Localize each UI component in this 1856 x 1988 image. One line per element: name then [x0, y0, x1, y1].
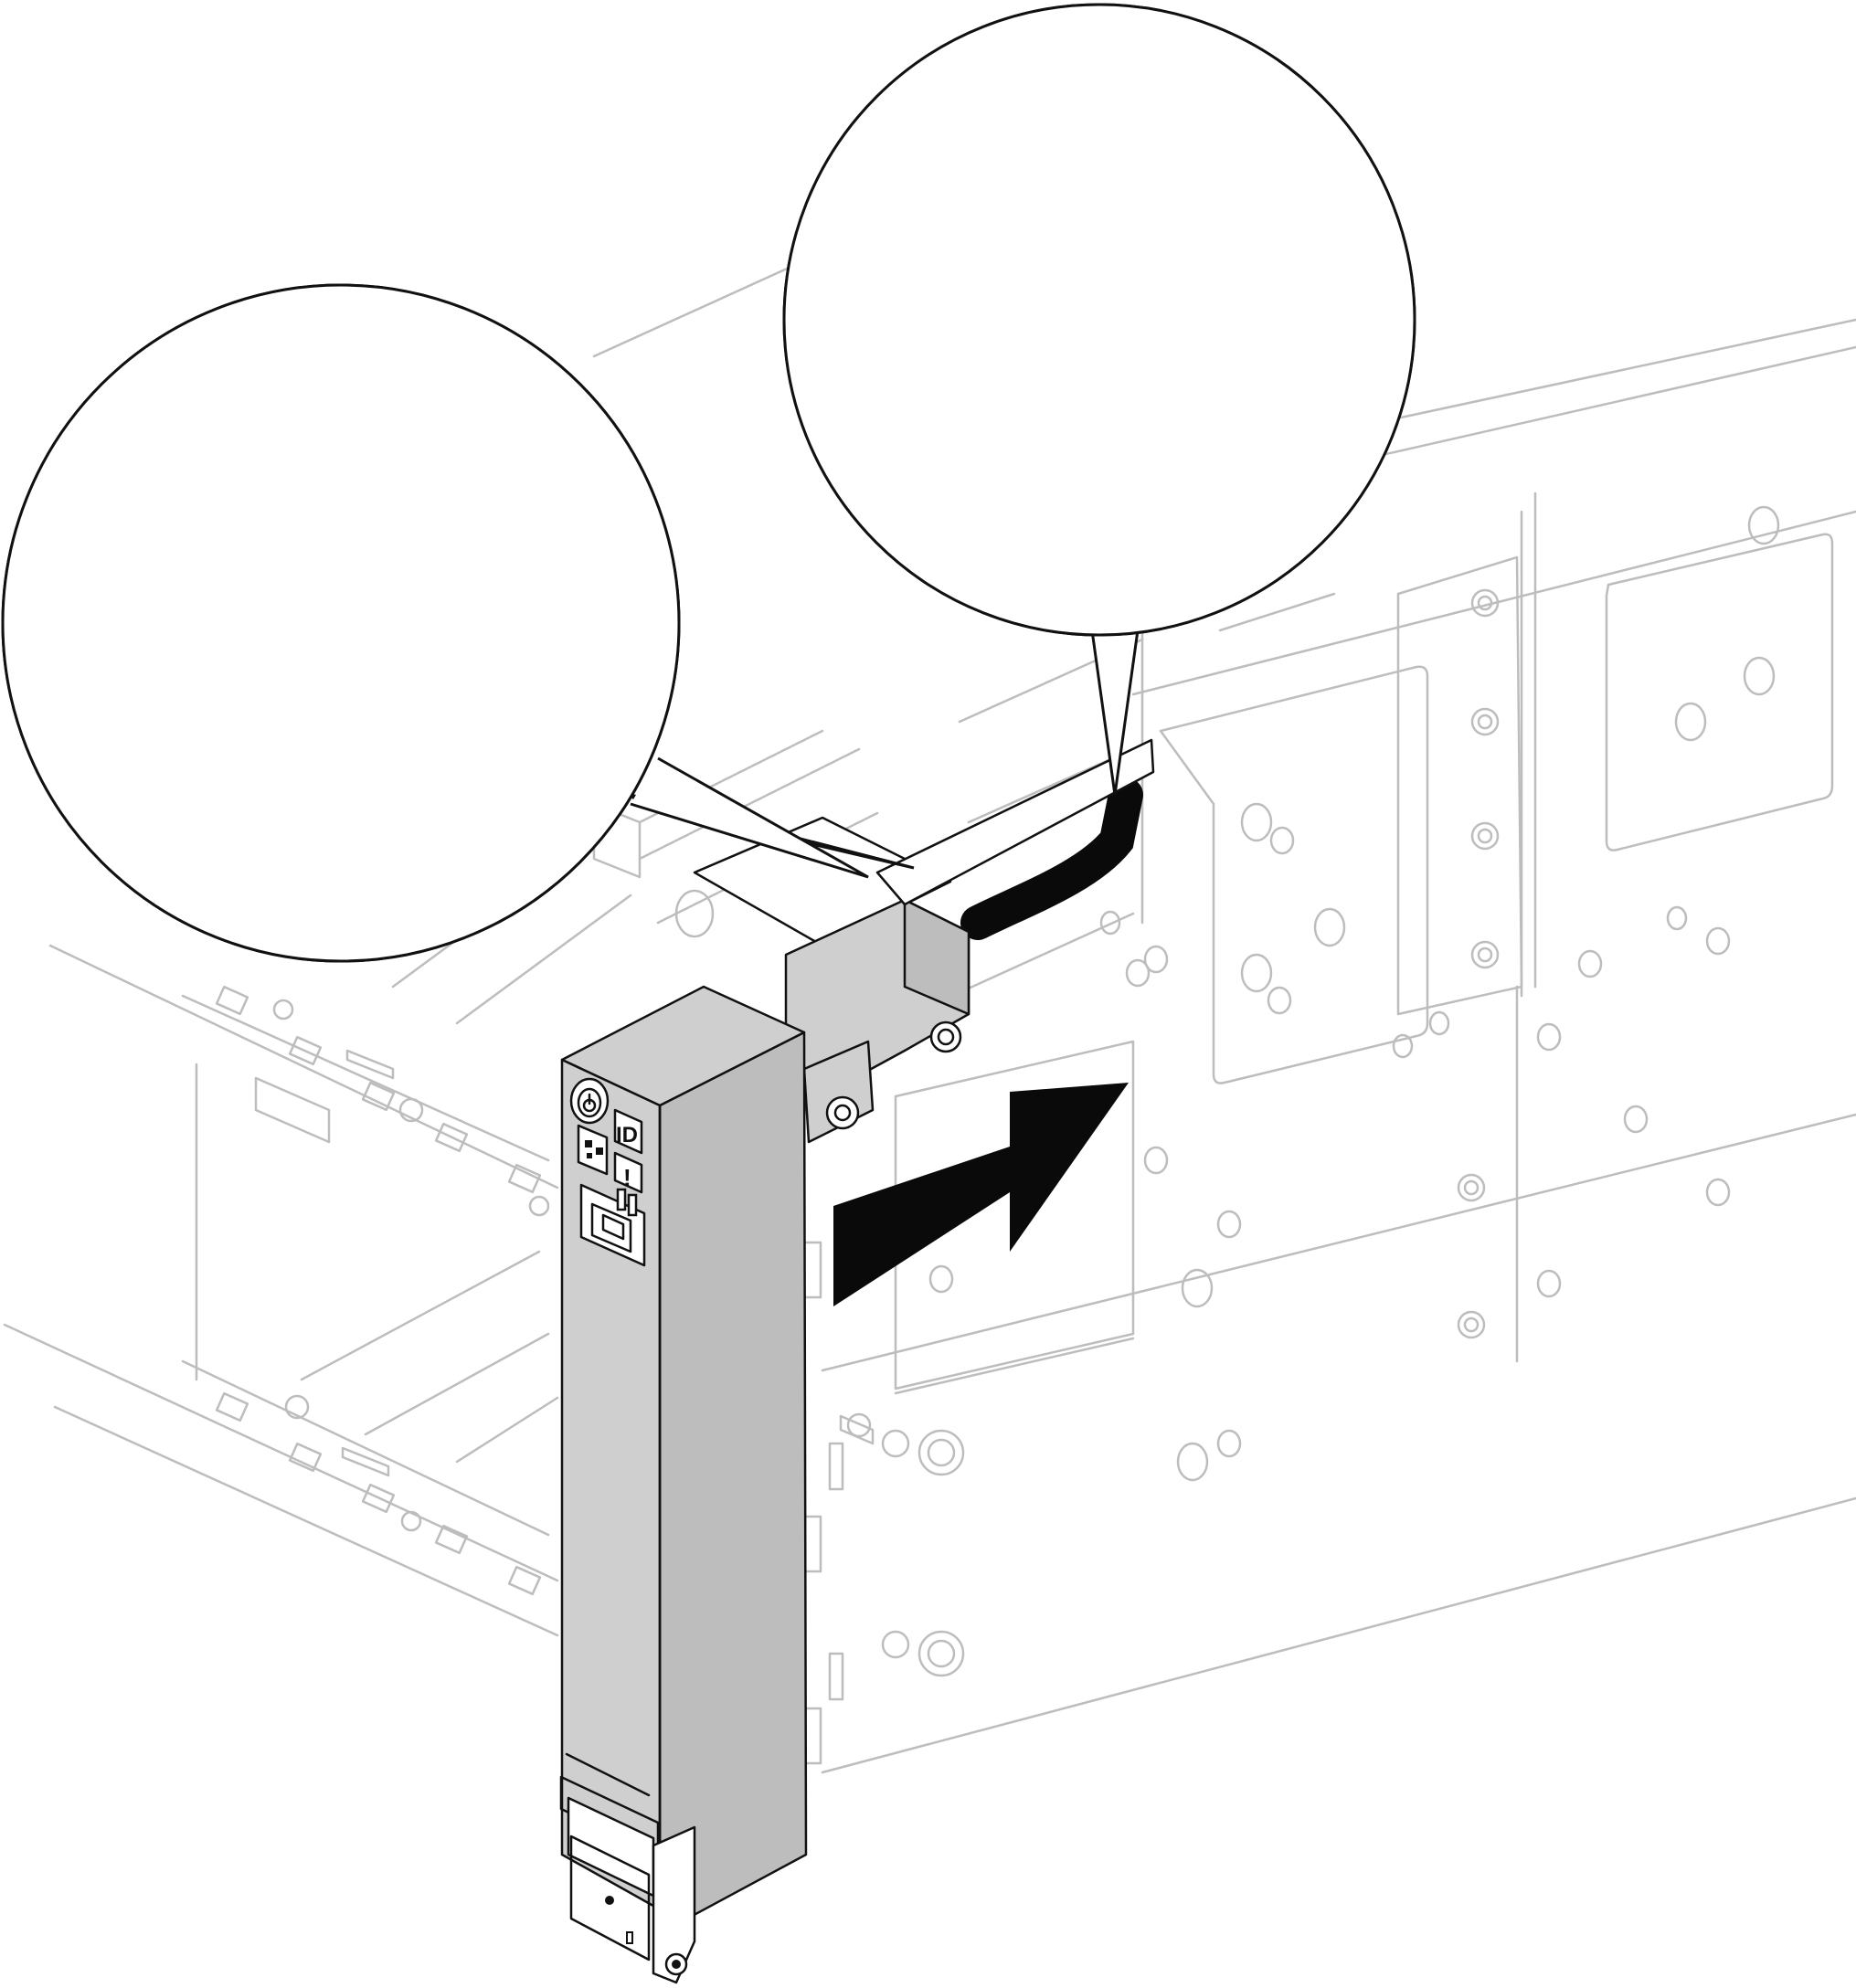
right-callout	[782, 3, 1416, 796]
lower-connectors	[802, 1241, 965, 1765]
front-io-module: ID !	[559, 985, 808, 1984]
module-cable	[960, 777, 1143, 940]
usb-port-icon	[616, 1188, 638, 1217]
release-latch-icon	[605, 1896, 633, 1944]
plate-standoffs	[928, 505, 1780, 1482]
error-exclamation-icon: !	[623, 1164, 631, 1191]
system-error-led: !	[613, 1151, 643, 1194]
module-arm	[693, 738, 1155, 1144]
network-status-led	[577, 1124, 609, 1176]
usb-port[interactable]	[579, 1183, 646, 1267]
power-button-icon	[582, 1093, 597, 1113]
flange-screws	[1457, 588, 1500, 1339]
power-button[interactable]	[569, 1077, 610, 1125]
release-latch[interactable]	[559, 1752, 696, 1984]
id-icon: ID	[616, 1123, 638, 1147]
id-button[interactable]: ID	[613, 1108, 643, 1155]
insert-direction-arrow	[833, 1083, 1129, 1306]
network-status-icon	[585, 1140, 603, 1158]
